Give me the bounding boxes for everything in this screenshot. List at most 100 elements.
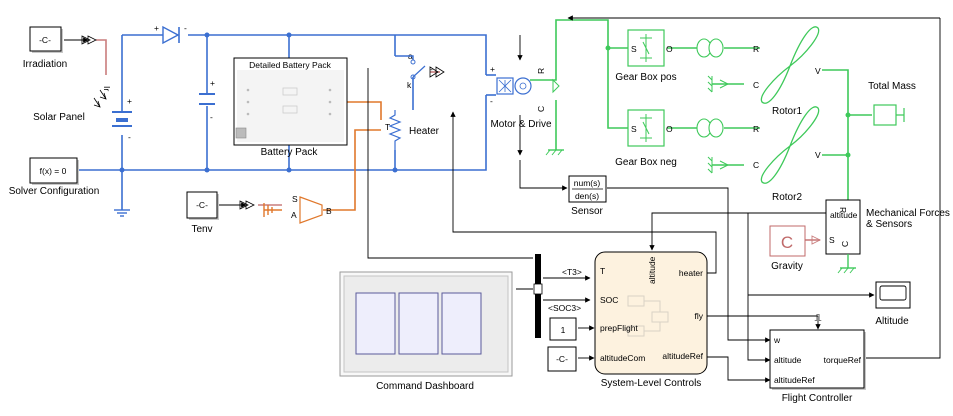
syscon-in-prepflight: prepFlight (600, 323, 638, 333)
prepflight-value: 1 (561, 325, 566, 335)
rotor1-label: Rotor1 (772, 106, 802, 117)
gbpos-port-o: O (666, 44, 673, 54)
mech-port-r: R (838, 207, 848, 213)
bus-signal-t3: <T3> (562, 267, 582, 277)
mass-port-v1: V (815, 66, 821, 76)
ground-icon (263, 203, 273, 217)
tenv-block[interactable]: -C- Tenv (186, 191, 255, 235)
bus-selector[interactable]: <T3> <SOC3> (533, 254, 582, 338)
temp-port-a: A (291, 210, 297, 220)
system-controls-block[interactable]: T SOC prepFlight altitudeCom altitude he… (594, 251, 708, 389)
svg-text:-: - (210, 112, 213, 122)
solar-panel-block[interactable]: Ir + - Solar Panel (33, 86, 132, 217)
gearbox-pos-label: Gear Box pos (615, 72, 676, 83)
temp-port-b: B (326, 206, 332, 216)
bus-signal-soc3: <SOC3> (548, 303, 581, 313)
solar-port-ir: Ir (102, 86, 112, 91)
propeller-icon (760, 106, 820, 184)
total-mass-block[interactable]: V V Total Mass (815, 66, 916, 160)
solver-label: Solver Configuration (8, 186, 100, 197)
dashboard-panel[interactable] (441, 292, 482, 355)
syscon-in-soc: SOC (600, 295, 618, 305)
mech-forces-label: Mechanical Forces & Sensors (866, 208, 950, 230)
heater-block[interactable]: a k - T Heater (385, 51, 445, 150)
svg-text:-: - (430, 64, 433, 74)
rotor2-port-c: C (753, 160, 759, 170)
svg-text:+: + (210, 78, 215, 88)
rotor2-block[interactable]: R C Rotor2 (753, 106, 820, 203)
solver-value: f(x) = 0 (40, 166, 67, 176)
total-mass-label: Total Mass (868, 81, 916, 92)
svg-text:-: - (184, 23, 187, 33)
rotor1-port-c: C (753, 80, 759, 90)
gearbox-neg-block[interactable]: S O Gear Box neg (615, 109, 677, 168)
motor-port-plus: + (490, 64, 495, 74)
syscon-in-altitude: altitude (647, 256, 657, 284)
syscon-in-altitudecom: altitudeCom (600, 353, 645, 363)
dashboard-panel[interactable] (398, 292, 439, 355)
mech-forces-block[interactable]: R altitude S C Mechanical Forces & Senso… (825, 199, 953, 274)
rotor2-label: Rotor2 (772, 192, 802, 203)
fc-out-torqueref: torqueRef (824, 355, 862, 365)
irradiation-label: Irradiation (23, 59, 67, 70)
gearbox-pos-block[interactable]: S O Gear Box pos (615, 29, 677, 83)
dashboard-panel[interactable] (355, 292, 396, 355)
mass-icon (873, 104, 897, 126)
fc-trigger-icon: ⎍ (815, 313, 822, 324)
tenv-value: -C- (196, 200, 208, 210)
battery-pack-title: Detailed Battery Pack (249, 60, 331, 70)
heater-port-t: T (385, 122, 390, 132)
rotor1-block[interactable]: R C Rotor1 (753, 26, 820, 117)
mech-port-s: S (829, 235, 835, 245)
flight-controller-label: Flight Controller (782, 393, 853, 404)
heater-label: Heater (409, 126, 440, 137)
altitudecom-value: -C- (556, 354, 568, 364)
solver-configuration-block[interactable]: f(x) = 0 Solver Configuration (4, 157, 104, 216)
motor-drive-block[interactable]: + - R C Motor & Drive (490, 64, 564, 156)
gbpos-port-s: S (631, 44, 637, 54)
motor-port-r: R (536, 68, 546, 74)
scope-icon (879, 285, 907, 301)
gearbox-neg-label: Gear Box neg (615, 157, 677, 168)
svg-text:+: + (154, 23, 159, 33)
physical-signal-lines (96, 39, 820, 241)
gbneg-port-s: S (631, 124, 637, 134)
connection-port-icon (239, 200, 255, 210)
altitudecom-constant[interactable]: -C- (547, 346, 577, 372)
gravity-label: Gravity (771, 261, 803, 272)
svg-text:+: + (127, 96, 132, 106)
fc-in-w: w (773, 335, 781, 345)
gbneg-port-o: O (666, 124, 673, 134)
ground-icon (545, 149, 564, 156)
sensor-den: den(s) (575, 191, 599, 201)
diode-icon: + - (154, 23, 187, 45)
flight-controller-block[interactable]: ⎍ w altitude altitudeRef torqueRef Fligh… (769, 313, 866, 404)
syscon-out-fly: fly (695, 311, 704, 321)
command-dashboard-block[interactable]: Command Dashboard (339, 271, 513, 392)
temperature-source-block[interactable]: S A B (263, 194, 332, 224)
syscon-in-t: T (600, 266, 605, 276)
altitude-scope-label: Altitude (875, 316, 909, 327)
resistor-icon (388, 110, 402, 150)
motor-icon (514, 77, 532, 95)
irradiation-value: -C- (39, 35, 51, 45)
mech-port-altitude: altitude (830, 210, 858, 220)
motor-port-c: C (536, 106, 546, 112)
connection-port-icon (81, 35, 97, 45)
solar-panel-label: Solar Panel (33, 112, 85, 123)
gravity-block[interactable]: C Gravity (769, 225, 822, 272)
ground-icon (837, 254, 856, 274)
mass-port-v2: V (815, 150, 821, 160)
svg-text:-: - (128, 132, 131, 142)
propeller-icon (760, 26, 820, 104)
irradiation-block[interactable]: -C- Irradiation (23, 26, 97, 70)
subsystem-icon (235, 127, 247, 139)
temp-port-s: S (292, 194, 298, 204)
syscon-out-altituderef: altitudeRef (662, 351, 703, 361)
sensor-block[interactable]: num(s) den(s) Sensor (568, 175, 607, 217)
altitude-scope-block[interactable]: Altitude (875, 281, 911, 327)
motor-port-minus: - (490, 96, 493, 106)
prepflight-constant[interactable]: 1 (549, 317, 577, 341)
battery-pack-block[interactable]: Detailed Battery Pack Battery Pack (233, 57, 348, 158)
